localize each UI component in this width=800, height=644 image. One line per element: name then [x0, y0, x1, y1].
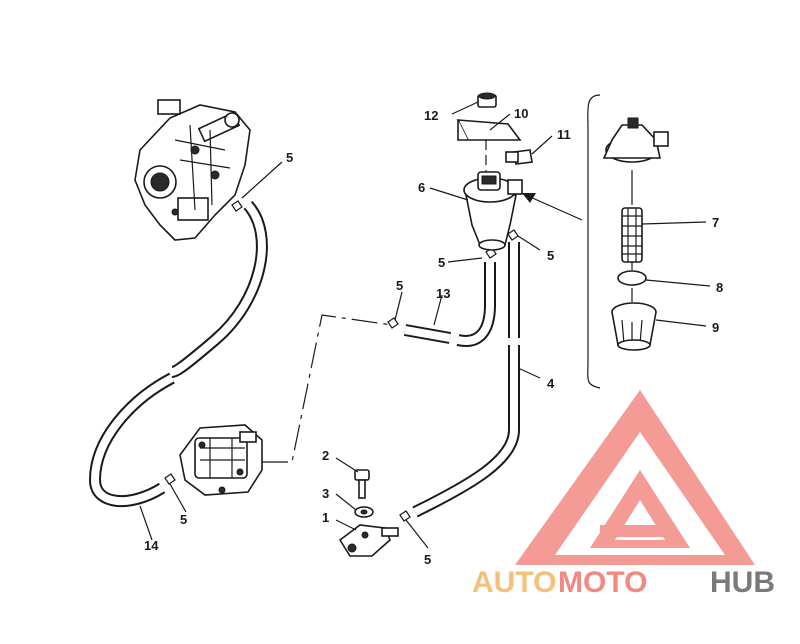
arrow-head — [522, 193, 536, 203]
bolt-2 — [354, 469, 370, 499]
arrow-line — [527, 195, 583, 221]
callout-10: 10 — [514, 106, 528, 121]
callout-2: 2 — [322, 448, 329, 463]
nut-12 — [477, 92, 497, 108]
callout-6: 6 — [418, 180, 425, 195]
callout-3: 3 — [322, 486, 329, 501]
hose-13 — [403, 262, 496, 347]
callout-4: 4 — [547, 376, 555, 391]
fitting-1 — [338, 524, 399, 557]
callout-8: 8 — [716, 280, 723, 295]
inset-filter-cover — [602, 117, 669, 163]
watermark-logo — [515, 390, 755, 565]
callout-5-hose-13: 5 — [396, 278, 403, 293]
inset-o-ring — [617, 270, 647, 286]
inset-bracket — [587, 94, 601, 389]
bracket-10 — [456, 119, 522, 141]
callout-5-fitting: 5 — [424, 552, 431, 567]
callout-1: 1 — [322, 510, 329, 525]
watermark-text-moto: MOTO — [558, 566, 647, 599]
fuel-filter — [463, 171, 523, 251]
inset-filter-element — [621, 207, 643, 263]
hose-clamps — [164, 200, 519, 522]
connection-line-pump-hose — [262, 314, 393, 463]
washer-3 — [354, 506, 374, 518]
hose-4 — [412, 242, 520, 518]
callout-5-pump: 5 — [180, 512, 187, 527]
callout-5-filter-right: 5 — [547, 248, 554, 263]
watermark-text-hub: HUB — [710, 566, 775, 599]
callout-13: 13 — [436, 286, 450, 301]
logo-bar — [600, 525, 670, 537]
watermark-text-auto: AUTO — [472, 566, 556, 599]
screw-11 — [505, 149, 533, 165]
callout-14: 14 — [144, 538, 159, 553]
inset-filter-bowl — [611, 302, 657, 351]
carburetor — [134, 99, 251, 241]
callout-5-filter-left: 5 — [438, 255, 445, 270]
callout-5-carburetor: 5 — [286, 150, 293, 165]
leader-lines — [139, 101, 711, 549]
callout-12: 12 — [424, 108, 438, 123]
callout-9: 9 — [712, 320, 719, 335]
callout-11: 11 — [557, 127, 571, 142]
fuel-pump — [179, 424, 263, 496]
hose-14 — [89, 200, 268, 508]
callout-7: 7 — [712, 215, 719, 230]
